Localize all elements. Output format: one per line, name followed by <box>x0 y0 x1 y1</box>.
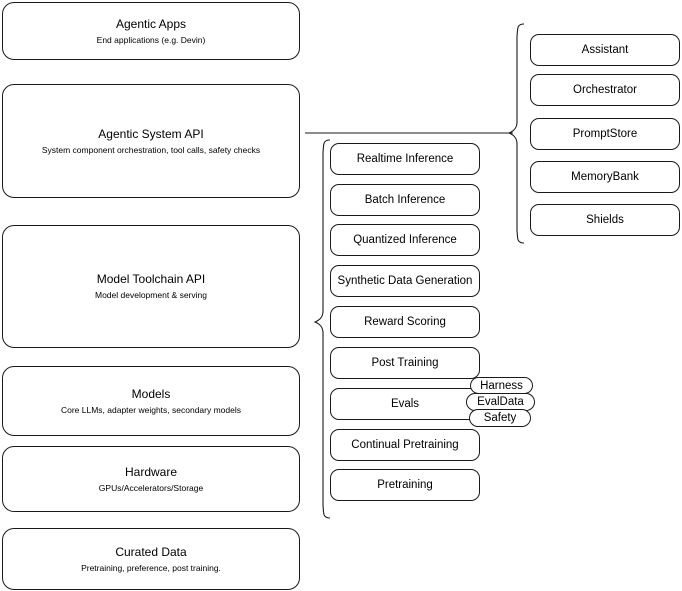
capability-reward-scoring[interactable]: Reward Scoring <box>330 306 480 338</box>
layer-title: Model Toolchain API <box>96 272 206 287</box>
component-memorybank[interactable]: MemoryBank <box>530 161 680 193</box>
layer-hardware[interactable]: Hardware GPUs/Accelerators/Storage <box>2 446 300 512</box>
layer-title: Hardware <box>124 464 178 479</box>
capability-label: Reward Scoring <box>364 315 446 328</box>
capability-label: Synthetic Data Generation <box>337 274 473 287</box>
capability-label: Continual Pretraining <box>351 438 459 451</box>
capability-pretraining[interactable]: Pretraining <box>330 469 480 501</box>
component-shields[interactable]: Shields <box>530 204 680 236</box>
layer-models[interactable]: Models Core LLMs, adapter weights, secon… <box>2 366 300 436</box>
capability-realtime-inference[interactable]: Realtime Inference <box>330 143 480 175</box>
layer-title: Agentic Apps <box>115 16 187 31</box>
layer-model-toolchain-api[interactable]: Model Toolchain API Model development & … <box>2 225 300 348</box>
layer-subtitle: End applications (e.g. Devin) <box>96 34 206 45</box>
component-label: MemoryBank <box>571 170 639 183</box>
component-label: Orchestrator <box>573 83 637 96</box>
capability-post-training[interactable]: Post Training <box>330 347 480 379</box>
component-assistant[interactable]: Assistant <box>530 34 680 66</box>
component-label: Shields <box>586 213 624 226</box>
capability-label: Batch Inference <box>364 193 446 206</box>
layer-subtitle: GPUs/Accelerators/Storage <box>98 482 204 493</box>
pill-label: Harness <box>480 379 523 392</box>
pill-label: EvalData <box>477 396 524 408</box>
capability-synthetic-data-generation[interactable]: Synthetic Data Generation <box>330 265 480 297</box>
capability-label: Post Training <box>371 356 439 369</box>
layer-subtitle: System component orchestration, tool cal… <box>41 144 261 155</box>
layer-title: Curated Data <box>115 544 187 559</box>
layer-agentic-system-api[interactable]: Agentic System API System component orch… <box>2 84 300 198</box>
evals-pill-harness[interactable]: Harness <box>470 377 533 394</box>
layer-title: Models <box>131 386 171 401</box>
evals-pill-safety[interactable]: Safety <box>469 409 531 427</box>
capability-label: Quantized Inference <box>353 233 457 246</box>
component-label: PromptStore <box>572 127 638 140</box>
capability-evals[interactable]: Evals <box>330 388 480 420</box>
capability-continual-pretraining[interactable]: Continual Pretraining <box>330 429 480 461</box>
layer-curated-data[interactable]: Curated Data Pretraining, preference, po… <box>2 528 300 590</box>
layer-subtitle: Model development & serving <box>95 290 207 301</box>
capability-quantized-inference[interactable]: Quantized Inference <box>330 224 480 256</box>
pill-label: Safety <box>483 412 517 424</box>
layer-subtitle: Pretraining, preference, post training. <box>81 562 221 573</box>
layer-subtitle: Core LLMs, adapter weights, secondary mo… <box>60 404 241 415</box>
capability-batch-inference[interactable]: Batch Inference <box>330 184 480 216</box>
bracket-system-components <box>507 23 525 244</box>
capability-label: Realtime Inference <box>356 152 454 165</box>
component-label: Assistant <box>581 43 629 56</box>
layer-title: Agentic System API <box>98 126 204 141</box>
capability-label: Evals <box>390 397 420 410</box>
layer-agentic-apps[interactable]: Agentic Apps End applications (e.g. Devi… <box>2 2 300 60</box>
bracket-toolchain-capabilities <box>313 139 331 519</box>
component-orchestrator[interactable]: Orchestrator <box>530 74 680 106</box>
capability-label: Pretraining <box>377 478 433 491</box>
component-promptstore[interactable]: PromptStore <box>530 118 680 150</box>
